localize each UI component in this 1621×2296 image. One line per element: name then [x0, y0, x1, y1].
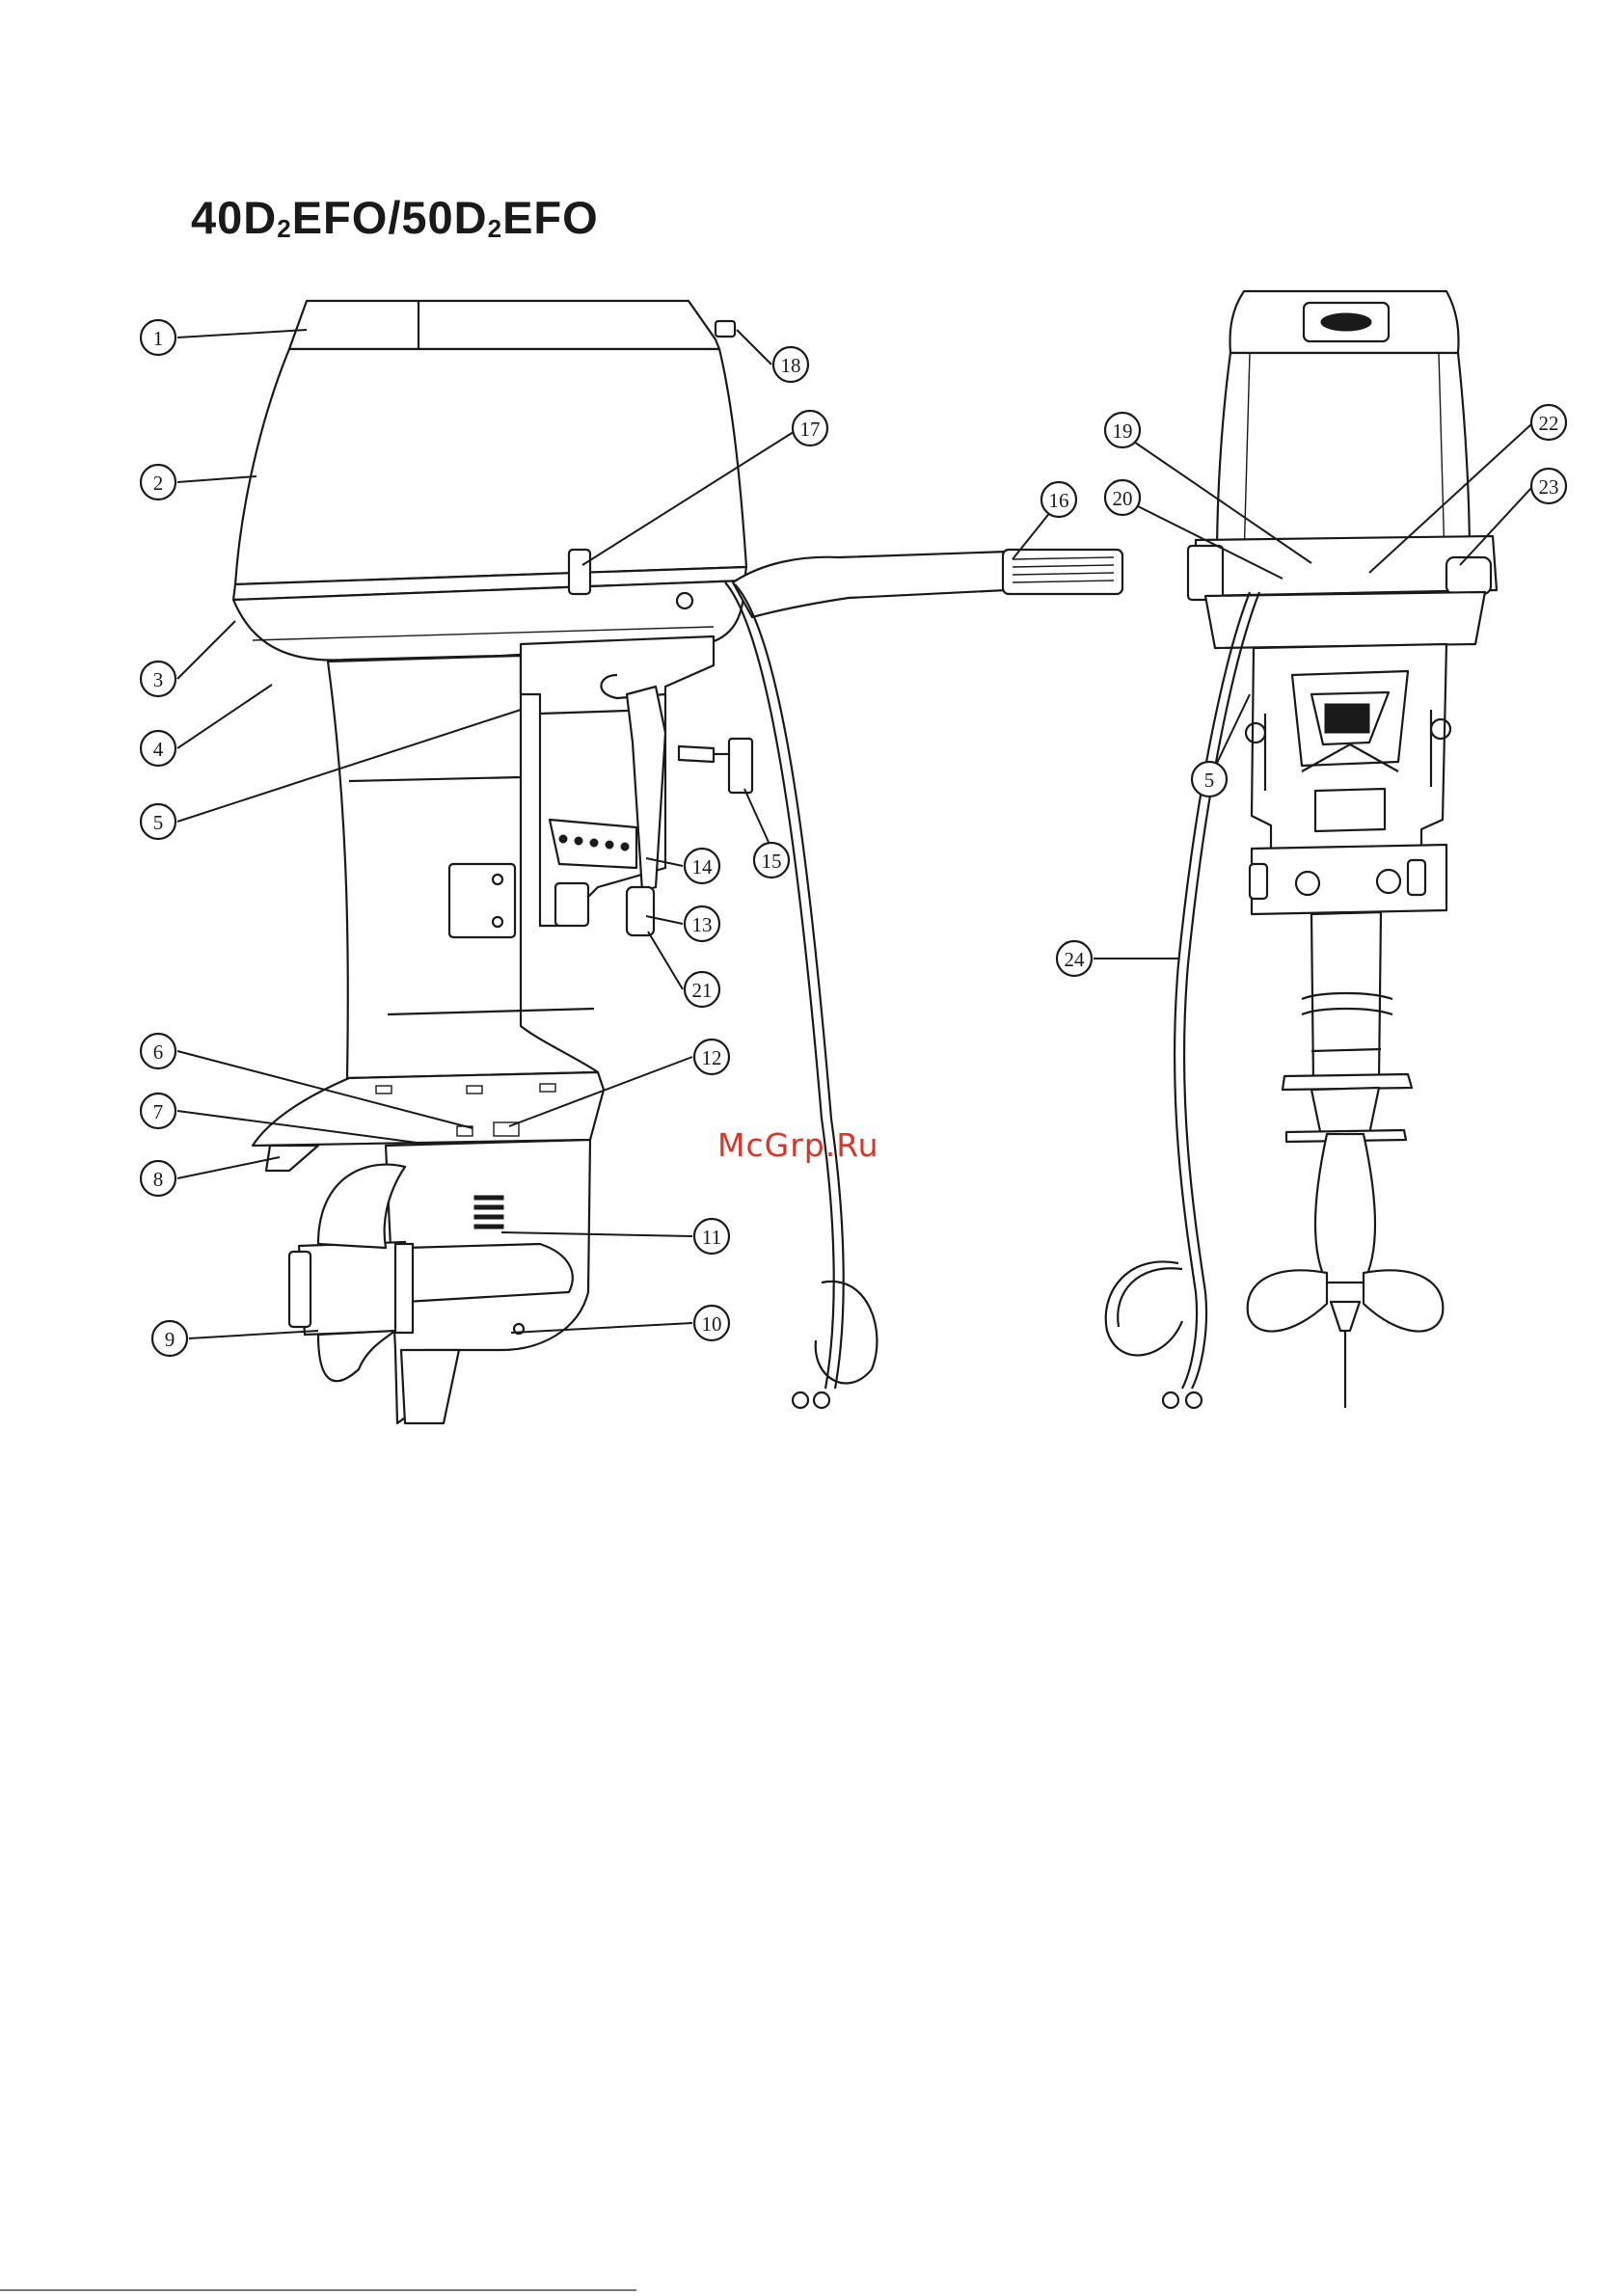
- callout-10: 10: [694, 1306, 729, 1340]
- callout-19-number: 19: [1113, 419, 1133, 443]
- callout-18-number: 18: [781, 354, 801, 377]
- callout-13: 13: [685, 906, 719, 941]
- callout-12-number: 12: [702, 1046, 722, 1069]
- callout-17-number: 17: [800, 418, 821, 441]
- callout-8: 8: [141, 1161, 176, 1196]
- callout-21-number: 21: [692, 979, 713, 1002]
- callout-2: 2: [141, 465, 176, 500]
- callout-21: 21: [685, 972, 719, 1007]
- rear-propeller: [1248, 1134, 1444, 1408]
- callout-7: 7: [141, 1094, 176, 1128]
- rear-view-drawing: [1106, 291, 1497, 1408]
- top-cap: [289, 301, 719, 349]
- callout-14: 14: [685, 849, 719, 883]
- callout-23-number: 23: [1539, 475, 1559, 499]
- callout-10-number: 10: [702, 1312, 722, 1336]
- callout-24: 24: [1057, 941, 1092, 976]
- callout-24-number: 24: [1065, 948, 1086, 971]
- engine-cover: [235, 349, 746, 584]
- callout-13-number: 13: [692, 913, 713, 936]
- callout-11-number: 11: [702, 1226, 721, 1249]
- callout-19: 19: [1105, 413, 1140, 447]
- callout-4-number: 4: [153, 738, 164, 761]
- callout-11: 11: [694, 1219, 729, 1254]
- callout-rear-5: 5: [1192, 762, 1227, 797]
- callout-16-number: 16: [1049, 489, 1069, 512]
- skeg: [401, 1350, 459, 1423]
- rear-mid-shaft: [1311, 912, 1381, 1082]
- callout-5: 5: [141, 804, 176, 839]
- callout-22: 22: [1531, 405, 1566, 440]
- inspection-plate: [449, 864, 515, 937]
- callout-12: 12: [694, 1040, 729, 1074]
- callout-23: 23: [1531, 469, 1566, 503]
- clamp-screw: [729, 739, 752, 793]
- callout-1: 1: [141, 320, 176, 355]
- callout-3: 3: [141, 662, 176, 696]
- callout-rear-5-number: 5: [1204, 769, 1215, 792]
- tiller-handle: [733, 552, 1007, 617]
- callout-16: 16: [1041, 482, 1076, 517]
- callout-9: 9: [152, 1321, 187, 1356]
- callout-15: 15: [754, 843, 789, 878]
- callout-6-number: 6: [153, 1040, 164, 1064]
- callout-1-number: 1: [153, 327, 164, 350]
- top-knob: [716, 321, 735, 337]
- callout-20-number: 20: [1113, 487, 1133, 510]
- cover-latch: [569, 550, 590, 594]
- callout-2-number: 2: [153, 472, 164, 495]
- callout-3-number: 3: [153, 668, 164, 691]
- thrust-rod: [627, 887, 654, 935]
- callout-5-number: 5: [153, 811, 164, 834]
- callout-8-number: 8: [153, 1168, 164, 1191]
- callout-4: 4: [141, 731, 176, 766]
- callout-22-number: 22: [1539, 412, 1559, 435]
- callout-15-number: 15: [762, 850, 782, 873]
- footer-divider: [0, 2289, 636, 2291]
- callout-18: 18: [773, 347, 808, 382]
- callout-17: 17: [793, 411, 827, 446]
- clamp-bracket: [521, 636, 714, 926]
- rear-swivel-bracket: [1252, 644, 1446, 872]
- callout-9-number: 9: [165, 1328, 176, 1351]
- callout-7-number: 7: [153, 1100, 164, 1123]
- tiller-grip: [1003, 550, 1122, 594]
- callout-6: 6: [141, 1034, 176, 1068]
- callout-20: 20: [1105, 480, 1140, 515]
- watermark-text: McGrp.Ru: [717, 1126, 879, 1164]
- rear-engine-cover: [1217, 353, 1470, 559]
- side-view-drawing: [233, 301, 1122, 1423]
- callout-14-number: 14: [692, 855, 714, 878]
